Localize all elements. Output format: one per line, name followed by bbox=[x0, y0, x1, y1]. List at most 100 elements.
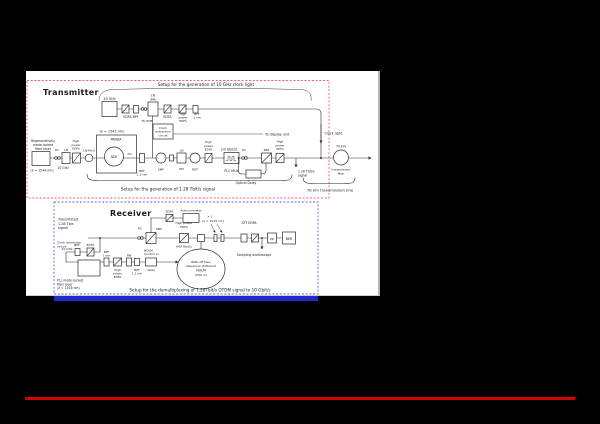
clock-extraction-line1: Clock extraction bbox=[57, 241, 81, 245]
fiber-length-label: 70 km bbox=[336, 145, 346, 149]
bpf-symbol bbox=[74, 248, 81, 256]
clock-setup-title: Setup for the generation of 10 GHz clock… bbox=[158, 82, 255, 87]
rx-setup-title: Setup for the demultiplexing of 1.28Tbit… bbox=[129, 288, 270, 293]
pc-symbol bbox=[241, 156, 245, 160]
edfa-diagonal bbox=[251, 233, 259, 243]
tx-underbrace bbox=[86, 173, 293, 181]
hp-edfa-line1: High power bbox=[175, 221, 193, 225]
filter-tick bbox=[213, 234, 218, 242]
hp-edfa-line3: EDFA bbox=[72, 147, 79, 151]
pll-label-line2: fiber laser bbox=[57, 282, 73, 286]
edfa-diagonal bbox=[179, 233, 189, 243]
edfa-bpf-label: EDFA BPF bbox=[123, 115, 138, 119]
ber-label: BER bbox=[286, 237, 293, 241]
edfa-label: EDFA bbox=[163, 115, 172, 119]
clock-line bbox=[117, 108, 322, 158]
plc-mux-box bbox=[223, 152, 240, 164]
scope-label: Sampling oscilloscope bbox=[237, 253, 271, 257]
clock-extraction-box bbox=[152, 123, 174, 140]
signal-rate-line2: signal bbox=[298, 173, 307, 177]
edfa-diagonal bbox=[204, 153, 213, 163]
transmitter-label: Transmitter bbox=[43, 88, 99, 97]
ddf-coil bbox=[104, 146, 124, 167]
clock-join-dot bbox=[320, 157, 322, 159]
hp-edfa-line2: power bbox=[113, 272, 123, 276]
edfa-label: EDFA bbox=[166, 210, 175, 214]
waveform-glyph bbox=[226, 156, 236, 161]
ln-label: LN bbox=[180, 149, 184, 153]
pointer-arrow bbox=[210, 223, 216, 233]
pd-label: PD bbox=[270, 237, 275, 241]
ln-mod-label: LN-Mod bbox=[83, 149, 94, 153]
brace-right bbox=[259, 88, 312, 102]
bpf-symbol bbox=[133, 105, 139, 114]
autocorrelator-box bbox=[182, 213, 200, 223]
bpf-label: BPF bbox=[194, 112, 200, 116]
ber-box bbox=[282, 231, 296, 245]
rdf-label: RDF bbox=[192, 168, 198, 172]
laser-line1: Regeneratively bbox=[31, 139, 55, 143]
hp-edfa-line2: power bbox=[72, 143, 82, 147]
pc-label: PC bbox=[55, 148, 59, 152]
hp-edfa-line1: High bbox=[180, 112, 187, 116]
ln-pm-box bbox=[176, 152, 187, 164]
laser-wavelength: (λ = 1544 nm) bbox=[30, 169, 53, 173]
hp-edfa-line2: power bbox=[204, 144, 214, 148]
pbs-diagonal bbox=[145, 232, 157, 244]
pbs-label: PBS bbox=[156, 227, 162, 231]
pc-symbol bbox=[137, 236, 141, 240]
nolm-line2: dispersion flattened bbox=[186, 264, 216, 268]
pc-symbol bbox=[57, 156, 61, 160]
link-label: 70 km transmission line bbox=[307, 188, 354, 193]
rdf-coil bbox=[189, 152, 201, 164]
pc-symbol bbox=[140, 107, 145, 111]
edfa-diagonal bbox=[165, 214, 174, 222]
pm-symbol bbox=[126, 257, 132, 267]
bottom-blue-bar bbox=[54, 296, 318, 301]
smf-label: SMF bbox=[158, 168, 164, 172]
ln-mod-symbol bbox=[84, 153, 94, 163]
fiber-label-line1: transmission bbox=[331, 168, 350, 172]
hp-edfa-line1: High bbox=[114, 268, 121, 272]
hp-edfa-line1: High bbox=[73, 139, 80, 143]
fiber-spool bbox=[333, 149, 349, 166]
edfa-diagonal bbox=[275, 153, 285, 163]
rx-input-line2: 1.28 Tb/s bbox=[58, 222, 74, 226]
receiver-chain: Transmitted 1.28 Tb/s signal EDFA BPF 10… bbox=[57, 209, 296, 293]
clock-wavelength-label: (λ = 1542 nm) bbox=[100, 130, 125, 134]
clock-extraction-line2: extraction bbox=[155, 130, 170, 134]
nolm-line4: (500 m) bbox=[195, 273, 207, 277]
pointer-arrow bbox=[216, 223, 223, 233]
hp-edfa-line2: power bbox=[179, 115, 189, 119]
receiver-label: Receiver bbox=[110, 209, 151, 218]
laser-line2: mode-locked bbox=[33, 143, 54, 147]
pm-label: PM bbox=[127, 253, 132, 257]
edfa-diagonal bbox=[121, 104, 130, 114]
nolm-control-line1: NOLM bbox=[144, 248, 153, 252]
clock-extract-path bbox=[65, 238, 101, 263]
pc-symbol bbox=[140, 236, 144, 240]
ln-label: LN bbox=[64, 148, 68, 152]
figure-panel: Transmitter Receiver Setup for the gener… bbox=[26, 71, 380, 296]
bpf-label: BPF bbox=[134, 268, 140, 272]
pc-symbol bbox=[244, 156, 248, 160]
rx-input-line1: Transmitted bbox=[57, 218, 78, 222]
clock-generation-chain: Setup for the generation of 10 GHz clock… bbox=[98, 82, 343, 158]
pc-symbol bbox=[143, 107, 148, 111]
hp-edfa-line1: High bbox=[277, 140, 284, 144]
bpf-bandwidth: 1 nm bbox=[193, 115, 201, 119]
bpf-label: BPF bbox=[139, 169, 145, 173]
att-symbol bbox=[240, 233, 248, 243]
edfa-diagonal bbox=[86, 247, 95, 257]
filter-tick bbox=[220, 234, 225, 242]
panda-label: PANDA bbox=[111, 138, 123, 142]
pc-label: PC bbox=[242, 148, 246, 152]
tx-setup-title: Setup for the generation of 1.28 Tbit/s … bbox=[121, 187, 215, 192]
ghz-label: 10 GHz bbox=[57, 166, 69, 170]
pll-label-line3: (λ = 1533 nm) bbox=[57, 286, 80, 290]
inline-component bbox=[169, 154, 174, 162]
bpf-bandwidth: 1 nm bbox=[103, 253, 111, 257]
transmitter-chain: Regeneratively mode-locked fiber laser (… bbox=[30, 134, 372, 193]
edfa-diagonal bbox=[72, 152, 81, 164]
